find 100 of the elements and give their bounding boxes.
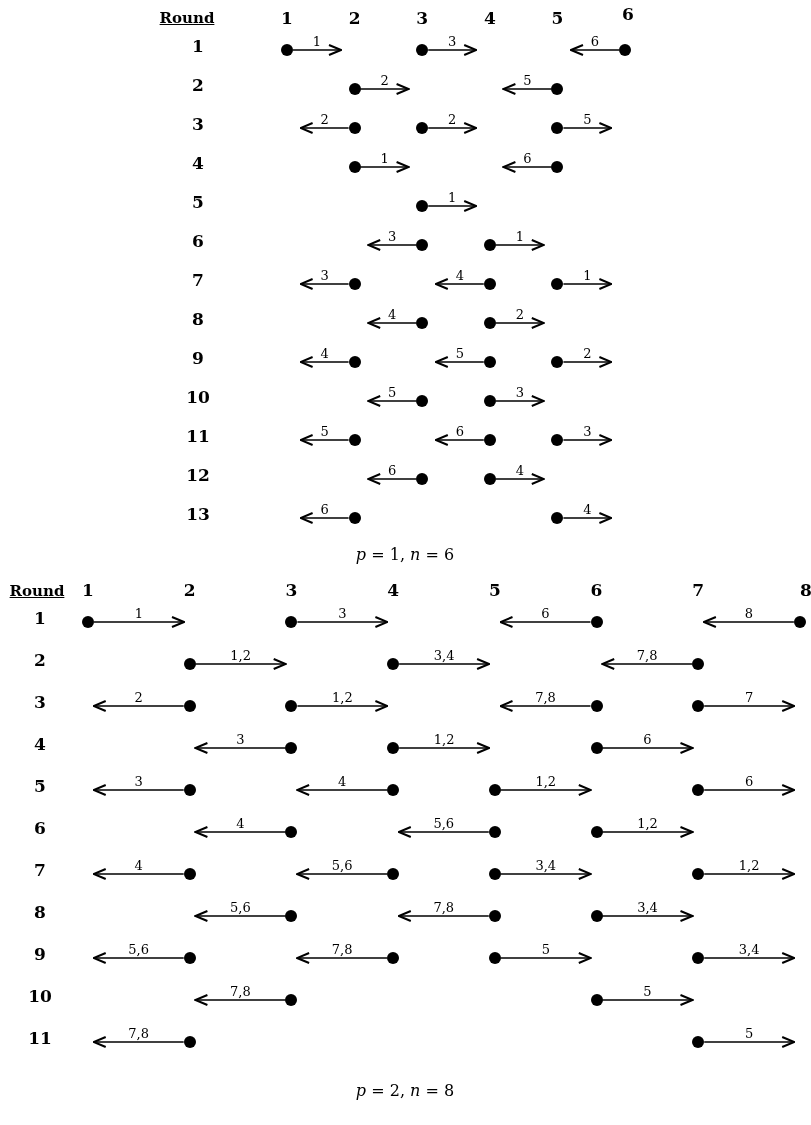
edge-label: 6 [320, 503, 329, 517]
edge-label: 2 [448, 113, 457, 127]
column-number: 5 [488, 580, 501, 600]
edge-label: 5 [643, 985, 652, 999]
dot [551, 161, 564, 173]
arrow [194, 910, 287, 922]
dot [483, 317, 496, 329]
edge-label: 4 [236, 817, 245, 831]
dot [551, 122, 564, 134]
arrow [495, 473, 545, 485]
dot [551, 83, 564, 95]
dot [348, 83, 361, 95]
dot [285, 742, 298, 754]
arrow [502, 83, 553, 95]
round-number: 6 [192, 231, 204, 251]
arrow [296, 784, 388, 796]
dot [348, 278, 361, 290]
dot [692, 700, 705, 712]
dot [488, 910, 501, 922]
arrow [296, 868, 388, 880]
edge-label: 5 [523, 74, 532, 88]
dot [281, 44, 293, 56]
column-number: 5 [551, 8, 564, 28]
round-number: 11 [186, 426, 210, 446]
arrow [495, 395, 545, 407]
dot [488, 826, 501, 838]
edge-label: 3 [583, 425, 592, 439]
arrow [702, 616, 795, 628]
dot [387, 784, 400, 796]
edge-label: 6 [541, 607, 550, 621]
dot [348, 122, 361, 134]
caption: p = 1, n = 6 [355, 544, 455, 564]
arrow [703, 952, 796, 964]
arrow [92, 700, 185, 712]
edge-label: 4 [320, 347, 329, 361]
edge-label: 5,6 [128, 943, 150, 957]
round-number: 2 [192, 75, 204, 95]
dot [183, 700, 196, 712]
round-number: 3 [34, 692, 46, 712]
edge-label: 2 [380, 74, 389, 88]
edge-label: 6 [745, 775, 754, 789]
edge-label: 6 [590, 35, 600, 49]
arrow [703, 700, 796, 712]
dot [483, 239, 496, 251]
edge-label: 5,6 [433, 817, 455, 831]
dot [285, 994, 298, 1006]
arrow [703, 868, 796, 880]
arrow [367, 239, 417, 251]
edge-label: 8 [744, 607, 754, 621]
arrow [434, 434, 485, 446]
dot [483, 356, 496, 368]
arrow [601, 742, 694, 754]
column-number: 1 [281, 8, 293, 28]
dot [285, 910, 298, 922]
dot [348, 356, 361, 368]
arrow [367, 395, 417, 407]
dot [416, 395, 429, 407]
dot [183, 658, 196, 670]
edge-label: 1 [134, 607, 144, 621]
edge-label: 5 [455, 347, 464, 361]
edge-label: 1,2 [738, 859, 760, 873]
arrow [562, 512, 613, 524]
edge-label: 2 [320, 113, 329, 127]
edge-label: 7 [745, 691, 754, 705]
arrow [299, 278, 350, 290]
dot [183, 784, 196, 796]
edge-label: 3,4 [433, 649, 455, 663]
edge-label: 5 [320, 425, 329, 439]
column-number: 7 [692, 580, 705, 600]
edge-label: 1 [448, 191, 457, 205]
edge-label: 4 [583, 503, 592, 517]
arrow [398, 742, 491, 754]
arrow [92, 868, 185, 880]
edge-label: 3 [134, 775, 143, 789]
arrow [367, 317, 417, 329]
arrow [194, 994, 287, 1006]
dot [416, 200, 429, 212]
arrow [427, 122, 478, 134]
dot [387, 868, 400, 880]
edge-label: 7,8 [331, 943, 353, 957]
round-number: 10 [28, 986, 52, 1006]
edge-label: 1,2 [332, 691, 353, 705]
column-number: 2 [348, 8, 361, 28]
edge-label: 3 [320, 269, 329, 283]
arrow [500, 784, 592, 796]
edge-label: 6 [523, 152, 532, 166]
column-number: 1 [82, 580, 94, 600]
dot [551, 278, 564, 290]
edge-label: 3 [448, 35, 457, 49]
arrow [92, 952, 185, 964]
dot [793, 616, 806, 628]
arrow [194, 658, 287, 670]
edge-label: 6 [388, 464, 397, 478]
round-number: 6 [34, 818, 46, 838]
edge-label: 6 [455, 425, 464, 439]
arrow [570, 44, 620, 56]
caption: p = 2, n = 8 [355, 1080, 455, 1100]
arrow [601, 658, 693, 670]
round-number: 9 [192, 348, 204, 368]
arrow [562, 356, 613, 368]
